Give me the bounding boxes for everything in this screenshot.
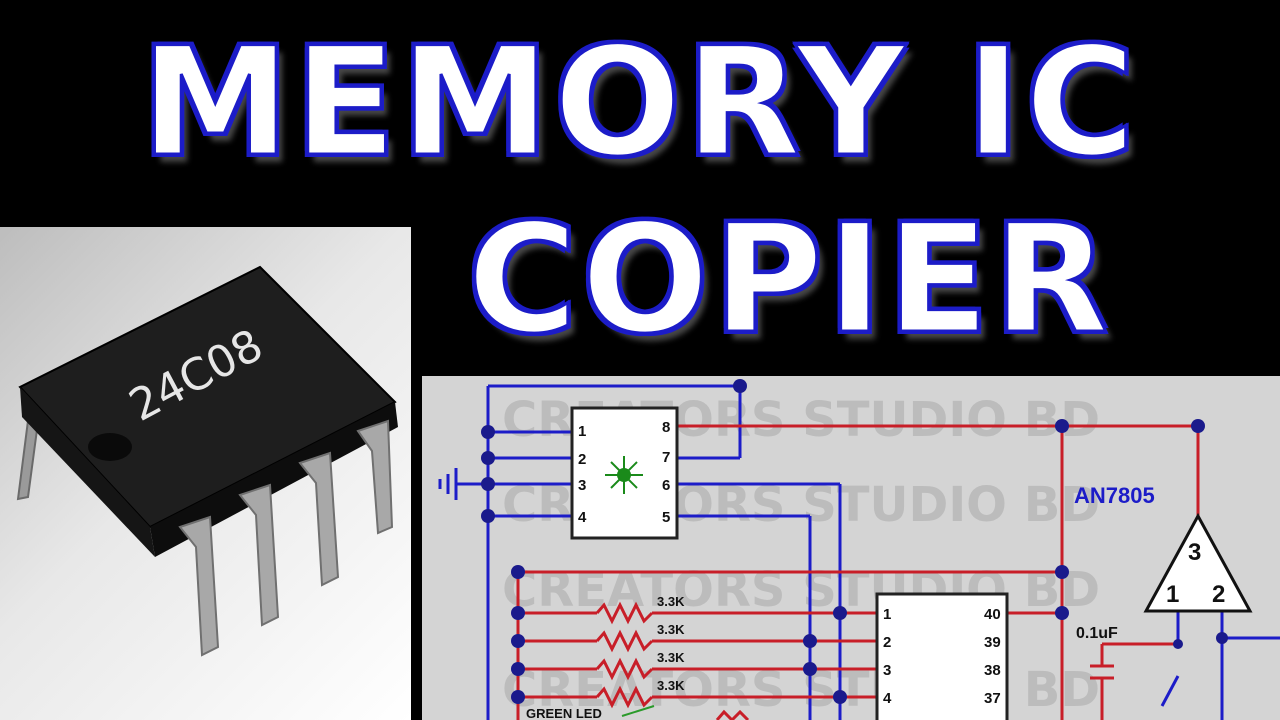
- title-line-2: COPIER: [466, 193, 1113, 367]
- ic8-pin-label: 7: [662, 449, 670, 466]
- ic40-pin-label: 2: [883, 634, 891, 651]
- ic-40pin: [875, 592, 1009, 720]
- ic8-pin-label: 2: [578, 451, 586, 468]
- title-line-1: MEMORY IC: [139, 16, 1140, 190]
- ic40-pin-label: 38: [984, 662, 1001, 679]
- regulator-name: AN7805: [1074, 483, 1155, 508]
- ic40-pin-label: 39: [984, 634, 1001, 651]
- regulator-symbol: [1143, 512, 1253, 613]
- regulator-pin-label: 2: [1212, 581, 1225, 608]
- resistor-label: 3.3K: [657, 678, 685, 693]
- watermark: CREATORS STUDIO BD: [502, 562, 1100, 618]
- ic40-pin-label: 1: [883, 606, 891, 623]
- capacitor-label: 0.1uF: [1076, 625, 1118, 642]
- ic40-pin-label: 4: [883, 690, 892, 707]
- ic8-pin-label: 4: [578, 509, 587, 526]
- regulator-pin-label: 1: [1166, 581, 1179, 608]
- resistor-label: 3.3K: [657, 622, 685, 637]
- ic8-pin-label: 5: [662, 509, 670, 526]
- led-label: GREEN LED: [526, 706, 602, 720]
- ic8-pin-label: 6: [662, 477, 670, 494]
- ic40-pin-label: 40: [984, 606, 1001, 623]
- star-icon: [605, 456, 643, 494]
- chip-photo: 24C08: [0, 227, 411, 720]
- schematic-panel: CREATORS STUDIO BD CREATORS STUDIO BD CR…: [422, 376, 1280, 720]
- ic40-pin-label: 37: [984, 690, 1001, 707]
- regulator-pin-label: 3: [1188, 539, 1201, 566]
- ic8-pin-label: 3: [578, 477, 586, 494]
- resistor-label: 3.3K: [657, 650, 685, 665]
- resistor-label: 3.3K: [657, 594, 685, 609]
- ic40-pin-label: 3: [883, 662, 891, 679]
- ic8-pin-label: 8: [662, 419, 670, 436]
- ic8-pin-label: 1: [578, 423, 586, 440]
